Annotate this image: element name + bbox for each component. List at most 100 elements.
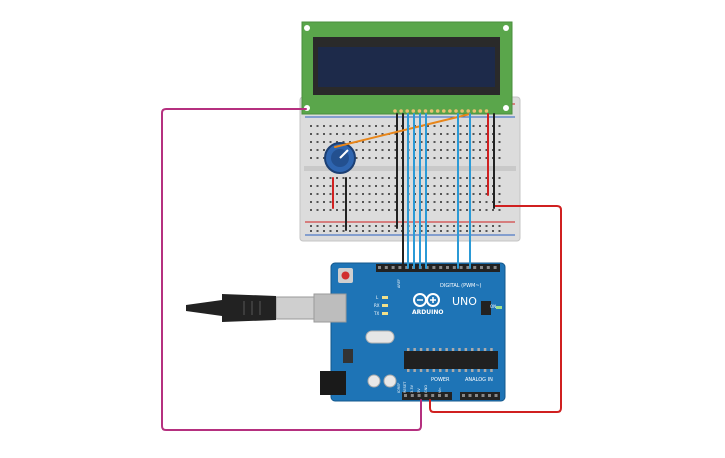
digital-pin — [398, 266, 402, 269]
digital-header-label: DIGITAL (PWM~) — [440, 283, 482, 289]
lcd-pin-header — [393, 109, 489, 113]
breadboard-hole — [485, 149, 488, 151]
breadboard-hole — [394, 201, 397, 203]
lcd-16x2[interactable] — [301, 21, 513, 115]
breadboard-hole — [498, 149, 501, 151]
breadboard-hole — [381, 193, 384, 195]
analog-pin — [468, 394, 472, 397]
breadboard-hole — [342, 125, 345, 127]
breadboard-hole — [310, 141, 312, 143]
breadboard-hole — [310, 193, 312, 195]
breadboard-hole — [323, 177, 325, 179]
chip-leg — [439, 369, 442, 372]
breadboard-hole — [498, 201, 501, 203]
wire-orange-contrast[interactable] — [334, 113, 471, 148]
breadboard-hole — [472, 193, 475, 195]
potentiometer[interactable] — [324, 142, 356, 174]
breadboard-hole — [472, 177, 475, 179]
breadboard-hole — [394, 230, 397, 232]
power-analog-pins — [404, 394, 498, 397]
lcd-pin — [429, 109, 434, 113]
breadboard-hole — [440, 185, 442, 187]
breadboard-hole — [420, 201, 423, 203]
breadboard-hole — [466, 177, 468, 179]
breadboard-hole — [420, 141, 423, 143]
lcd-pin — [423, 109, 428, 113]
breadboard-hole — [362, 149, 364, 151]
breadboard-hole — [368, 201, 371, 203]
breadboard-hole — [329, 125, 332, 127]
chip-leg — [471, 369, 474, 372]
breadboard-hole — [323, 133, 325, 135]
wire-red-power[interactable] — [429, 205, 562, 413]
breadboard-hole — [394, 193, 397, 195]
breadboard-hole — [485, 185, 488, 187]
breadboard-hole — [388, 201, 390, 203]
breadboard-hole — [485, 209, 488, 211]
breadboard-hole — [368, 185, 371, 187]
breadboard-hole — [459, 177, 462, 179]
breadboard-hole — [349, 185, 351, 187]
digital-header — [376, 264, 500, 272]
lcd-pin — [411, 109, 416, 113]
breadboard-hole — [368, 209, 371, 211]
breadboard-hole — [420, 193, 423, 195]
breadboard-hole — [336, 225, 338, 227]
breadboard-hole — [388, 209, 390, 211]
digital-pin — [439, 266, 443, 269]
breadboard-hole — [459, 209, 462, 211]
breadboard-hole — [479, 209, 481, 211]
breadboard-hole — [440, 133, 442, 135]
breadboard-hole — [362, 193, 364, 195]
breadboard-hole — [479, 125, 481, 127]
arduino-logo — [413, 293, 440, 307]
breadboard-hole — [388, 125, 390, 127]
breadboard-hole — [420, 133, 423, 135]
breadboard-hole — [427, 149, 429, 151]
breadboard-hole — [310, 177, 312, 179]
chip-leg — [413, 348, 416, 351]
breadboard-hole — [355, 193, 358, 195]
breadboard-hole — [485, 193, 488, 195]
power-pin — [431, 394, 435, 397]
breadboard-hole — [368, 157, 371, 159]
breadboard-hole — [479, 201, 481, 203]
breadboard-hole — [362, 177, 364, 179]
lcd-pin — [393, 109, 397, 113]
breadboard-hole — [433, 230, 436, 232]
breadboard-hole — [381, 201, 384, 203]
atmega-chip — [404, 351, 498, 369]
tx-led — [382, 304, 388, 307]
breadboard-hole — [323, 225, 325, 227]
chip-leg — [483, 348, 487, 351]
arduino-uno[interactable]: ARDUINO UNO DIGITAL (PWM~) POWER ANALOG … — [313, 262, 506, 402]
breadboard-hole — [440, 125, 442, 127]
breadboard-hole — [492, 230, 494, 232]
breadboard-hole — [485, 177, 488, 179]
breadboard-hole — [446, 193, 449, 195]
breadboard-hole — [498, 185, 501, 187]
reset-button-cap — [341, 271, 350, 280]
breadboard-hole — [427, 157, 429, 159]
breadboard-hole — [368, 133, 371, 135]
breadboard[interactable] — [299, 96, 521, 242]
breadboard-hole — [492, 225, 494, 227]
breadboard-hole — [323, 201, 325, 203]
breadboard-hole — [466, 125, 468, 127]
chip-leg — [464, 348, 468, 351]
usb-cable[interactable] — [186, 294, 315, 322]
breadboard-hole — [433, 225, 436, 227]
breadboard-hole — [316, 193, 319, 195]
breadboard-hole — [349, 133, 351, 135]
breadboard-hole — [381, 133, 384, 135]
arduino-brand-label: ARDUINO — [412, 309, 443, 316]
breadboard-hole — [336, 125, 338, 127]
wire-magenta[interactable] — [161, 108, 422, 431]
power-jack — [320, 371, 346, 395]
analog-pin — [475, 394, 478, 397]
breadboard-hole — [323, 149, 325, 151]
power-pin — [438, 394, 441, 397]
breadboard-hole — [472, 209, 475, 211]
chip-leg — [458, 369, 461, 372]
